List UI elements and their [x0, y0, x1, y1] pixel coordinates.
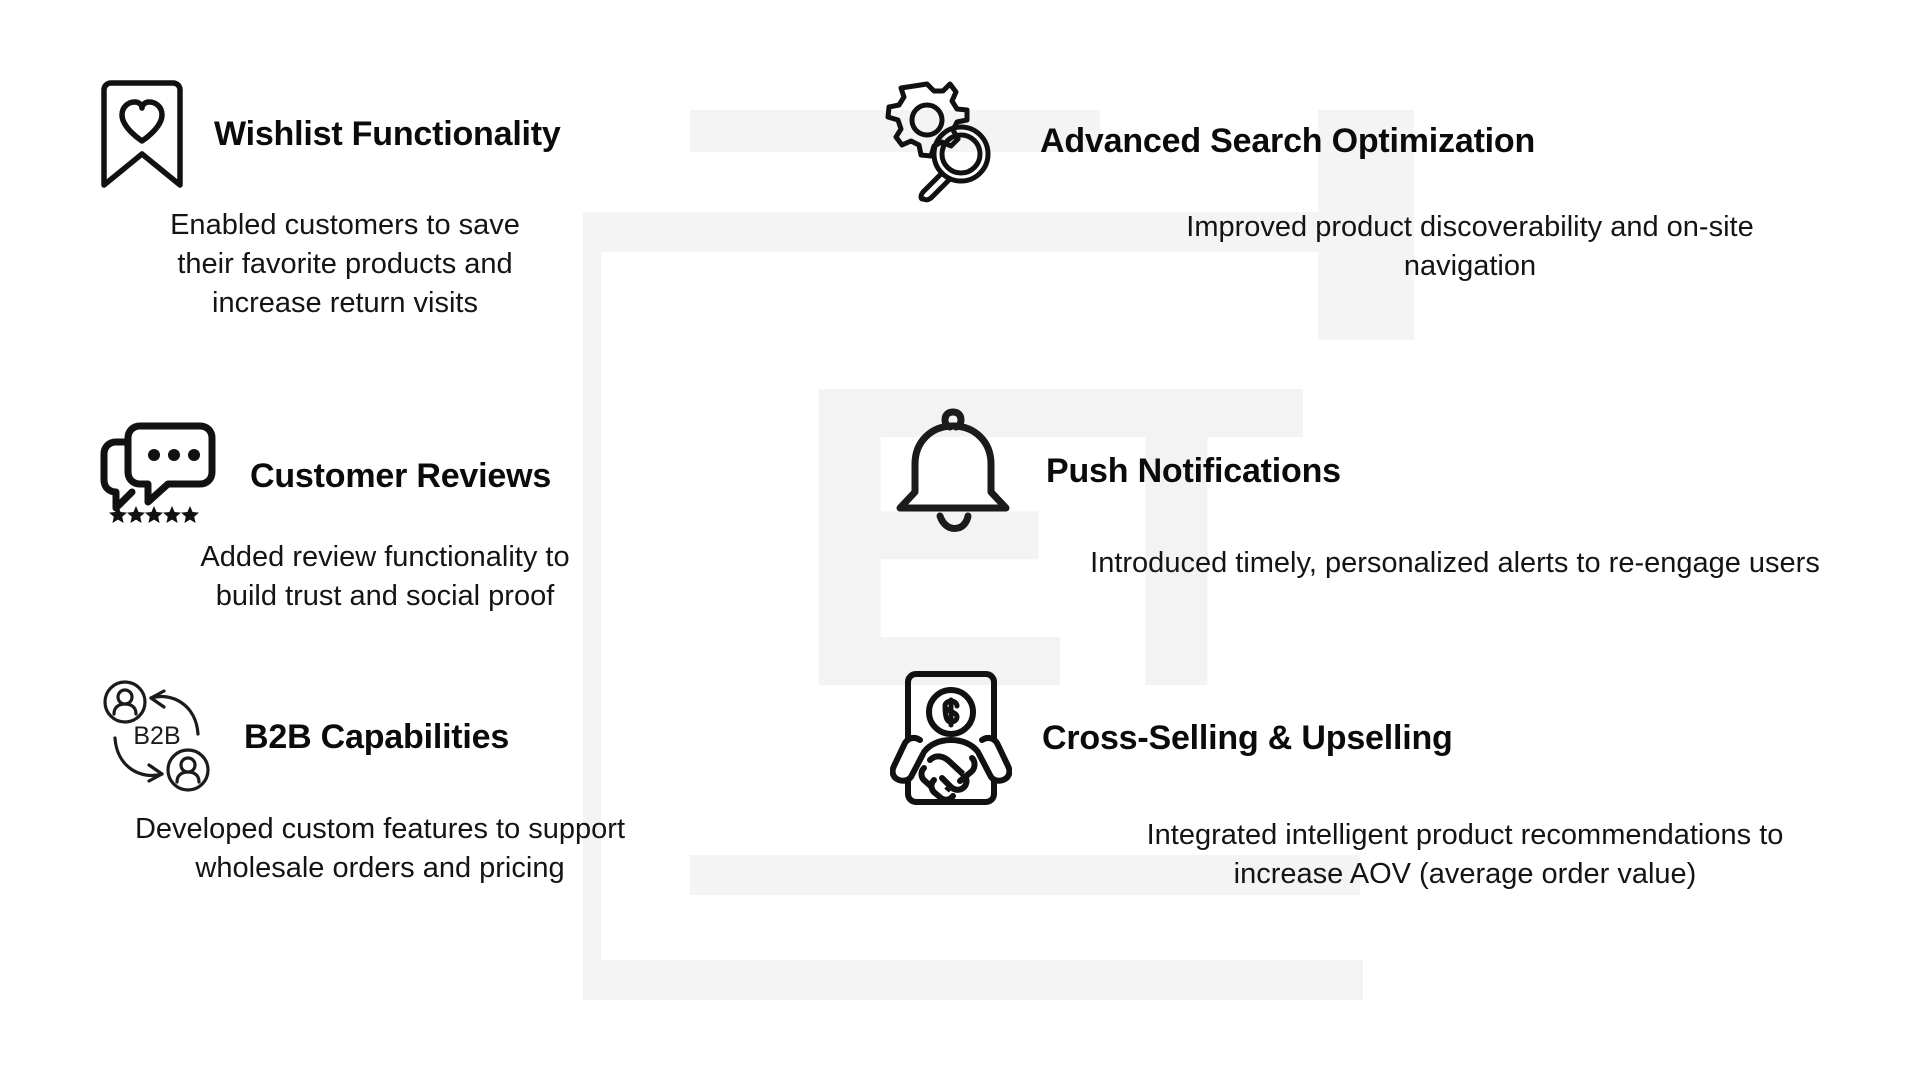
bookmark-heart-icon: [96, 78, 188, 190]
card-description: Developed custom features to support who…: [134, 813, 626, 885]
card-header: B2B B2B Capabilities: [0, 676, 840, 798]
card-header: Advanced Search Optimization: [840, 78, 1920, 204]
card-title: Push Notifications: [1046, 451, 1341, 490]
b2b-icon-label: B2B: [133, 722, 180, 750]
feature-card-customer-reviews: Customer Reviews Added review functional…: [0, 398, 840, 658]
chat-bubble-stars-icon: [96, 420, 224, 532]
card-title: Wishlist Functionality: [214, 114, 561, 153]
card-title: Cross-Selling & Upselling: [1042, 718, 1453, 757]
card-header: Wishlist Functionality: [0, 78, 840, 190]
card-description: Integrated intelligent product recommend…: [1146, 819, 1784, 891]
b2b-users-exchange-icon: B2B: [96, 676, 218, 798]
feature-card-advanced-search: Advanced Search Optimization Improved pr…: [840, 78, 1920, 398]
card-header: Customer Reviews: [0, 420, 840, 532]
card-header: Push Notifications: [840, 406, 1920, 536]
gear-magnifier-icon: [880, 78, 1010, 204]
feature-card-push-notifications: Push Notifications Introduced timely, pe…: [840, 398, 1920, 658]
feature-card-b2b: B2B B2B Capabilities Developed custom fe…: [0, 658, 840, 998]
card-header: Cross-Selling & Upselling: [840, 668, 1920, 808]
card-description: Enabled customers to save their favorite…: [170, 209, 520, 320]
card-title: Customer Reviews: [250, 456, 552, 495]
feature-card-wishlist: Wishlist Functionality Enabled customers…: [0, 78, 840, 398]
feature-card-cross-selling: Cross-Selling & Upselling Integrated int…: [840, 658, 1920, 998]
card-description: Introduced timely, personalized alerts t…: [1090, 547, 1820, 579]
card-description: Improved product discoverability and on-…: [1186, 211, 1754, 283]
handshake-money-icon: [890, 668, 1012, 808]
card-title: Advanced Search Optimization: [1040, 121, 1536, 160]
feature-grid: Wishlist Functionality Enabled customers…: [0, 78, 1920, 998]
bell-icon: [890, 406, 1016, 536]
card-title: B2B Capabilities: [244, 717, 510, 756]
card-description: Added review functionality to build trus…: [200, 541, 570, 613]
